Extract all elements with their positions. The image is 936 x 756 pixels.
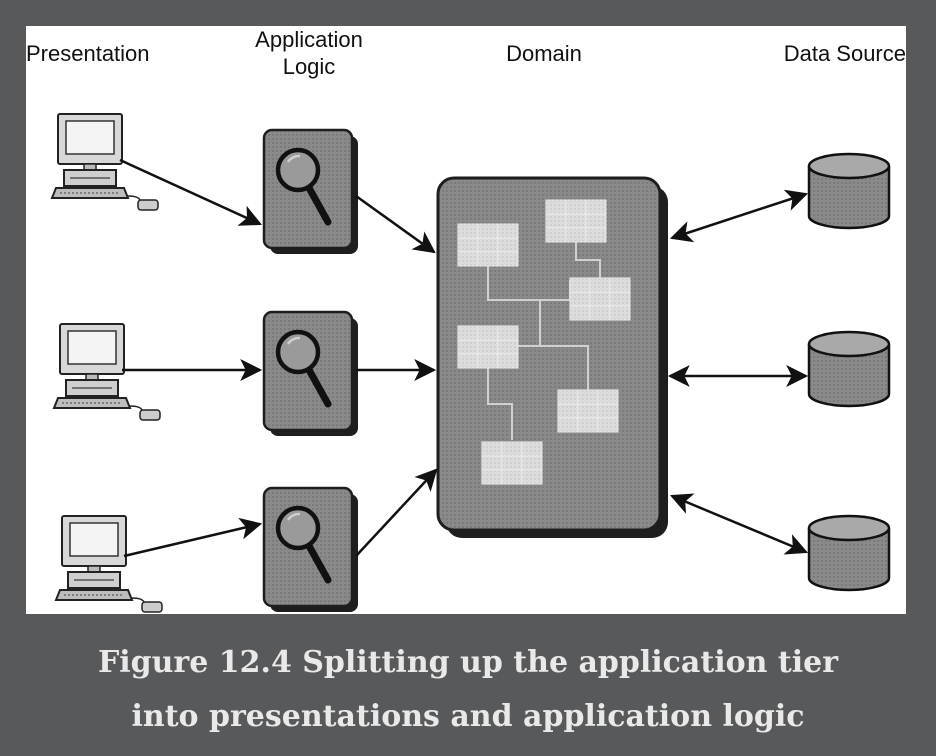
data-source-database-icon [807, 152, 891, 230]
column-label-application-logic-line1: Application [255, 27, 363, 52]
diagram-figure: Presentation Application Logic Domain Da… [26, 26, 906, 614]
figure-caption: Figure 12.4 Splitting up the application… [0, 636, 936, 744]
column-label-application-logic-line2: Logic [282, 54, 336, 79]
presentation-computer-icon [53, 323, 161, 421]
figure-caption-line1: Figure 12.4 Splitting up the application… [97, 645, 839, 680]
domain-module [557, 389, 619, 433]
arrow-logic-to-domain [355, 468, 438, 557]
domain-module [569, 277, 631, 321]
column-label-data-source: Data Source [783, 41, 906, 66]
domain-module [481, 441, 543, 485]
figure-caption-line2: into presentations and application logic [131, 699, 805, 734]
arrow-presentation-to-logic [123, 517, 263, 558]
arrow-logic-to-domain [355, 194, 436, 254]
data-source-database-icon [807, 514, 891, 592]
application-logic-box [264, 312, 358, 436]
presentation-computer-icon [55, 515, 163, 613]
presentation-computer-icon [51, 113, 159, 211]
domain-box [436, 176, 668, 538]
arrow-domain-data-source [669, 189, 809, 243]
application-logic-box [264, 130, 358, 254]
application-logic-box [264, 488, 358, 612]
data-source-database-icon [807, 330, 891, 408]
domain-module [545, 199, 607, 243]
domain-module [457, 223, 519, 267]
domain-module [457, 325, 519, 369]
column-label-domain: Domain [506, 41, 582, 66]
column-label-application-logic: Application Logic [244, 26, 374, 80]
column-label-presentation: Presentation [26, 41, 150, 66]
arrow-domain-data-source [669, 493, 809, 555]
architecture-diagram [51, 113, 891, 614]
arrow-presentation-to-logic [119, 158, 263, 226]
